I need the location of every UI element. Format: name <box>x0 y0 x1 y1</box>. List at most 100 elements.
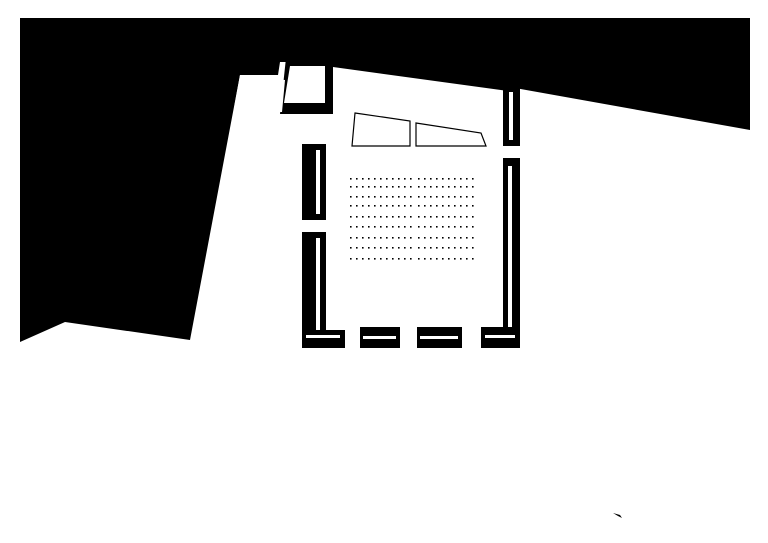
seat-mark <box>436 226 438 228</box>
seat-mark <box>404 247 406 249</box>
seat-mark <box>418 237 420 239</box>
west-wall-upper-niche <box>316 150 320 214</box>
seat-mark <box>410 205 412 207</box>
seat-mark <box>448 247 450 249</box>
seat-mark <box>472 226 474 228</box>
seat-mark <box>418 247 420 249</box>
seat-mark <box>430 186 432 188</box>
seat-mark <box>472 216 474 218</box>
altar-left <box>351 112 411 147</box>
seat-mark <box>380 258 382 260</box>
seat-mark <box>448 186 450 188</box>
seat-mark <box>442 237 444 239</box>
seat-mark <box>350 216 352 218</box>
seat-mark <box>454 196 456 198</box>
seat-mark <box>386 237 388 239</box>
seat-mark <box>374 247 376 249</box>
seat-mark <box>374 186 376 188</box>
seat-mark <box>442 186 444 188</box>
seat-mark <box>362 258 364 260</box>
seat-mark <box>454 247 456 249</box>
seat-mark <box>380 178 382 180</box>
seat-mark <box>404 237 406 239</box>
south-pier-1 <box>302 330 345 348</box>
west-wall-lower <box>302 232 326 346</box>
seat-mark <box>424 237 426 239</box>
seat-mark <box>410 178 412 180</box>
seat-mark <box>442 226 444 228</box>
seat-mark <box>356 186 358 188</box>
seat-mark <box>454 186 456 188</box>
seat-mark <box>448 226 450 228</box>
seat-mark <box>350 196 352 198</box>
seat-mark <box>460 247 462 249</box>
seat-mark <box>442 205 444 207</box>
seat-mark <box>356 226 358 228</box>
seat-mark <box>424 258 426 260</box>
altar-right <box>415 122 487 147</box>
seat-mark <box>350 258 352 260</box>
seat-mark <box>362 247 364 249</box>
seat-mark <box>460 216 462 218</box>
seat-mark <box>424 205 426 207</box>
seat-mark <box>392 258 394 260</box>
seat-mark <box>362 226 364 228</box>
seat-mark <box>374 237 376 239</box>
seat-mark <box>386 178 388 180</box>
south-pier-3-niche <box>420 336 458 339</box>
seat-mark <box>448 205 450 207</box>
seat-mark <box>430 258 432 260</box>
seat-mark <box>424 247 426 249</box>
east-wall-niche <box>509 92 513 140</box>
seat-mark <box>454 226 456 228</box>
seat-mark <box>404 186 406 188</box>
seat-mark <box>386 186 388 188</box>
seat-mark <box>430 237 432 239</box>
north-arrow-mark <box>613 513 622 518</box>
seat-mark <box>362 196 364 198</box>
seat-mark <box>436 178 438 180</box>
seat-mark <box>380 247 382 249</box>
seat-mark <box>356 196 358 198</box>
seat-mark <box>466 178 468 180</box>
seat-mark <box>466 247 468 249</box>
seating-rows <box>350 178 474 260</box>
seat-mark <box>368 186 370 188</box>
seat-mark <box>350 178 352 180</box>
south-pier-2-niche <box>363 336 396 339</box>
seat-mark <box>410 216 412 218</box>
seat-mark <box>442 196 444 198</box>
seat-mark <box>430 226 432 228</box>
seat-mark <box>350 226 352 228</box>
seat-mark <box>418 196 420 198</box>
seat-mark <box>436 258 438 260</box>
seat-mark <box>442 216 444 218</box>
seat-mark <box>362 205 364 207</box>
seat-mark <box>410 247 412 249</box>
seat-mark <box>374 205 376 207</box>
seat-mark <box>368 247 370 249</box>
chamber-walls <box>302 60 520 348</box>
seat-mark <box>442 247 444 249</box>
seat-mark <box>386 205 388 207</box>
seat-mark <box>436 196 438 198</box>
seat-mark <box>410 196 412 198</box>
seat-mark <box>424 196 426 198</box>
seat-mark <box>418 205 420 207</box>
seat-mark <box>404 205 406 207</box>
seat-mark <box>430 196 432 198</box>
seat-mark <box>350 186 352 188</box>
seat-mark <box>460 186 462 188</box>
seat-mark <box>472 247 474 249</box>
seat-mark <box>380 237 382 239</box>
seat-mark <box>472 196 474 198</box>
seat-mark <box>404 258 406 260</box>
seat-mark <box>362 178 364 180</box>
seat-mark <box>362 237 364 239</box>
seat-mark <box>430 205 432 207</box>
seat-mark <box>356 205 358 207</box>
seat-mark <box>448 196 450 198</box>
seat-mark <box>418 258 420 260</box>
seat-mark <box>350 237 352 239</box>
